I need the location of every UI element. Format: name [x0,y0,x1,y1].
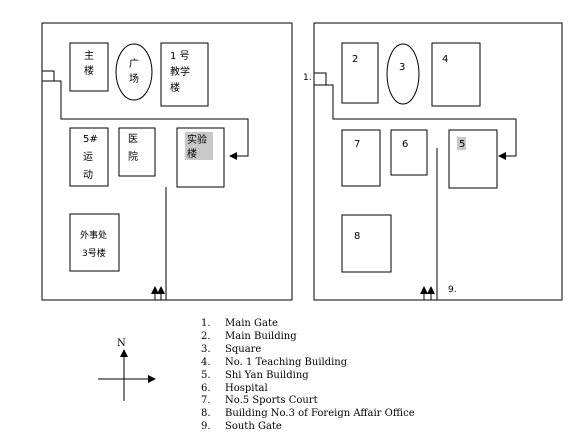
left-square [115,43,153,101]
legend-item-text: Square [225,343,262,355]
left-foreign-affairs-label: 外事处 3号楼 [80,229,110,259]
legend-item-number: 4. [201,356,211,368]
legend-item: 5. Shi Yan Building [201,370,415,383]
right-main-gate-label: 1. [303,73,312,83]
legend-item-text: No. 1 Teaching Building [225,356,348,368]
right-label-teaching: 4 [442,54,448,65]
legend-item-text: No.5 Sports Court [225,395,318,407]
legend-item-text: Building No.3 of Foreign Affair Office [225,408,415,420]
left-main-building-label: 主 楼 [84,50,97,77]
right-shiyan-building [448,129,498,189]
compass-rose [98,349,156,401]
legend-item-number: 9. [201,421,211,433]
right-main-gate-route [314,72,517,160]
legend-item-number: 7. [201,395,211,407]
legend-item: 3. Square [201,344,415,357]
right-south-gate-label: 9. [448,285,457,295]
legend-item: 9. South Gate [201,421,415,434]
left-hospital-label: 医 院 [128,133,141,163]
right-shiyan-label-highlight [457,137,466,150]
right-foreign-affairs-building [341,214,392,273]
right-label-shiyan: 5 [459,139,465,150]
legend-item: 4. No. 1 Teaching Building [201,357,415,370]
legend-item-number: 3. [201,343,211,355]
right-map: 2 3 4 7 6 5 8 1. 9. [303,22,563,301]
left-teaching-building-label: 1 号 教学 楼 [170,50,193,94]
legend-item-number: 5. [201,369,211,381]
right-hospital [390,129,428,176]
compass-north-label: N [117,338,126,349]
legend-item-text: Hospital [225,382,268,394]
legend-item: 7. No.5 Sports Court [201,395,415,408]
legend-item: 1. Main Gate [201,318,415,331]
left-sports-court [69,127,109,187]
legend-item-text: Main Gate [225,318,278,329]
right-label-main: 2 [352,54,358,65]
legend-item-number: 2. [201,330,211,342]
right-label-hospital: 6 [402,139,408,150]
legend-item-text: Shi Yan Building [225,369,309,381]
left-main-gate-route [42,70,249,160]
right-label-sports: 7 [354,139,360,150]
left-teaching-building [160,42,209,107]
left-sports-court-label: 5# 运 动 [83,134,101,181]
right-map-boundary [313,22,563,301]
right-main-building [341,42,379,104]
legend: 1. Main Gate 2. Main Building 3. Square 4. No. … [201,318,415,434]
left-shiyan-building-label: 实验 楼 [187,133,210,160]
left-map-boundary [41,22,293,301]
legend-item-number: 8. [201,408,211,420]
legend-item: 8. Building No.3 of Foreign Affair Office [201,408,415,421]
right-square [386,43,420,105]
right-teaching-building [431,42,481,107]
left-main-building [69,42,109,92]
legend-item-text: Main Building [225,330,297,342]
right-south-gate-route [420,148,438,300]
right-label-square: 3 [399,62,405,73]
left-hospital [118,127,156,177]
legend-item: 2. Main Building [201,331,415,344]
right-label-foreign: 8 [354,231,360,242]
legend-item: 6. Hospital [201,383,415,396]
legend-item-text: South Gate [225,421,282,433]
left-south-gate-route [151,187,167,300]
right-sports-court [341,129,381,187]
legend-item-number: 1. [201,318,211,329]
legend-item-number: 6. [201,382,211,394]
left-square-label: 广 场 [129,58,142,85]
left-map: 主 楼 广 场 1 号 教学 楼 5# 运 动 医 院 实验 楼 外事处 3号楼 [41,22,293,301]
left-foreign-affairs-building [69,213,120,272]
left-shiyan-label-highlight [185,132,213,160]
